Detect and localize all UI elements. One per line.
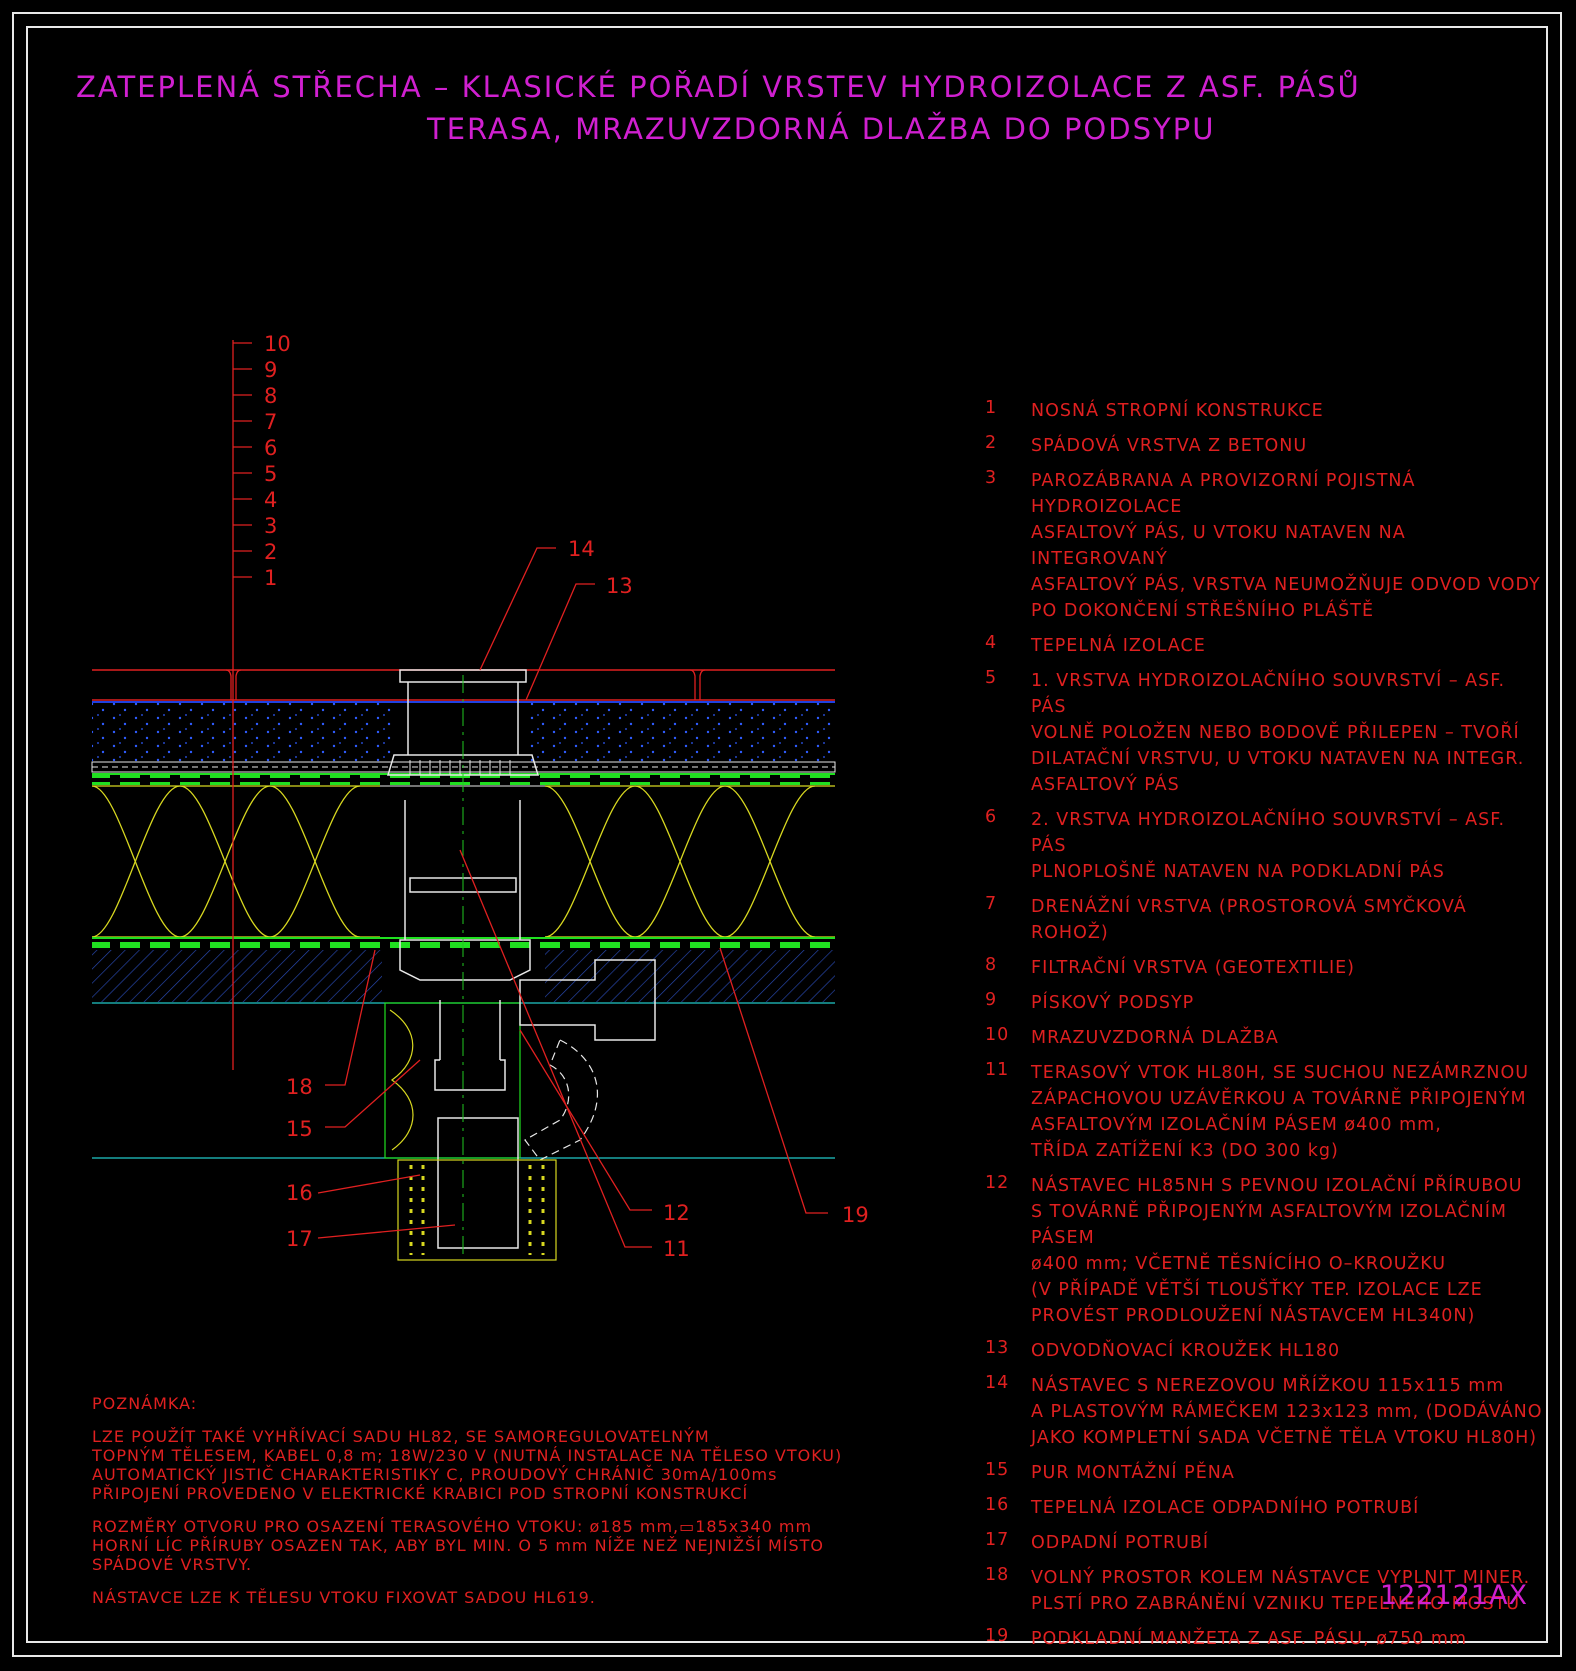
callout-18: 18	[286, 1075, 313, 1099]
legend-text: TEPELNÁ IZOLACE	[1031, 636, 1206, 656]
drawing-code: 122121AX	[1380, 1580, 1529, 1611]
callout-17: 17	[286, 1227, 313, 1251]
legend-item: 19 PODKLADNÍ MANŽETA Z ASF. PÁSU, ø750 mm	[985, 1626, 1545, 1652]
legend-item: 5 1. VRSTVA HYDROIZOLAČNÍHO SOUVRSTVÍ – A…	[985, 668, 1545, 798]
legend-num: 8	[985, 955, 998, 975]
legend-item: 8 FILTRAČNÍ VRSTVA (GEOTEXTILIE)	[985, 955, 1545, 981]
callout-14: 14	[568, 537, 595, 561]
legend-text: ODPADNÍ POTRUBÍ	[1031, 1533, 1210, 1553]
drawing-title-line2: TERASA, MRAZUVZDORNÁ DLAŽBA DO PODSYPU	[427, 112, 1216, 146]
legend-num: 14	[985, 1373, 1010, 1393]
legend-text: 2. VRSTVA HYDROIZOLAČNÍHO SOUVRSTVÍ – AS…	[1031, 810, 1506, 882]
callout-11: 11	[663, 1237, 690, 1261]
legend-item: 9 PÍSKOVÝ PODSYP	[985, 990, 1545, 1016]
drawing-title-line1: ZATEPLENÁ STŘECHA – KLASICKÉ POŘADÍ VRST…	[76, 70, 1361, 104]
legend-num: 11	[985, 1060, 1010, 1080]
legend-item: 14 NÁSTAVEC S NEREZOVOU MŘÍŽKOU 115x115 m…	[985, 1373, 1545, 1451]
legend-item: 2 SPÁDOVÁ VRSTVA Z BETONU	[985, 433, 1545, 459]
legend: 1 NOSNÁ STROPNÍ KONSTRUKCE 2 SPÁDOVÁ VRSTV…	[985, 398, 1545, 1661]
sand-bed-layer	[92, 701, 835, 762]
legend-text: NOSNÁ STROPNÍ KONSTRUKCE	[1031, 401, 1324, 421]
legend-num: 7	[985, 894, 998, 914]
scale-label: 3	[264, 514, 277, 538]
leader-lines	[317, 547, 828, 1248]
legend-text: TERASOVÝ VTOK HL80H, SE SUCHOU NEZÁMRZNO…	[1031, 1063, 1530, 1161]
legend-text: FILTRAČNÍ VRSTVA (GEOTEXTILIE)	[1031, 958, 1356, 978]
note-paragraph: ROZMĚRY OTVORU PRO OSAZENÍ TERASOVÉHO VT…	[92, 1517, 825, 1574]
legend-text: NÁSTAVEC S NEREZOVOU MŘÍŽKOU 115x115 mm …	[1031, 1376, 1543, 1448]
legend-text: NÁSTAVEC HL85NH S PEVNOU IZOLAČNÍ PŘÍRUB…	[1031, 1176, 1523, 1326]
drawing-frame-outer	[12, 12, 1562, 1657]
scale-label: 6	[264, 436, 277, 460]
legend-num: 13	[985, 1338, 1010, 1358]
legend-item: 11 TERASOVÝ VTOK HL80H, SE SUCHOU NEZÁMRZ…	[985, 1060, 1545, 1164]
scale-label: 2	[264, 540, 277, 564]
callout-12: 12	[663, 1201, 690, 1225]
scale-label: 9	[264, 358, 277, 382]
legend-item: 4 TEPELNÁ IZOLACE	[985, 633, 1545, 659]
note-block: POZNÁMKA: LZE POUŽÍT TAKÉ VYHŘÍVACÍ SADU…	[92, 1394, 892, 1621]
note-heading: POZNÁMKA:	[92, 1394, 198, 1413]
legend-num: 1	[985, 398, 998, 418]
structural-slab	[92, 1002, 835, 1159]
scale-label: 4	[264, 488, 277, 512]
legend-num: 12	[985, 1173, 1010, 1193]
legend-item: 16 TEPELNÁ IZOLACE ODPADNÍHO POTRUBÍ	[985, 1495, 1545, 1521]
legend-text: PUR MONTÁŽNÍ PĚNA	[1031, 1463, 1235, 1483]
callout-labels: 14 13 18 15 16 17 12 11 19	[286, 537, 869, 1261]
legend-num: 9	[985, 990, 998, 1010]
scale-label: 10	[264, 332, 291, 356]
legend-item: 10 MRAZUVZDORNÁ DLAŽBA	[985, 1025, 1545, 1051]
scale-label: 1	[264, 566, 277, 590]
legend-num: 2	[985, 433, 998, 453]
scale-label: 8	[264, 384, 277, 408]
legend-num: 6	[985, 807, 998, 827]
callout-15: 15	[286, 1117, 313, 1141]
concrete-layer	[92, 950, 835, 1004]
drawing-frame-inner	[26, 26, 1548, 1643]
legend-item: 1 NOSNÁ STROPNÍ KONSTRUKCE	[985, 398, 1545, 424]
legend-item: 18 VOLNÝ PROSTOR KOLEM NÁSTAVCE VYPLNIT M…	[985, 1565, 1545, 1617]
legend-text: VOLNÝ PROSTOR KOLEM NÁSTAVCE VYPLNIT MIN…	[1031, 1568, 1531, 1614]
legend-text: SPÁDOVÁ VRSTVA Z BETONU	[1031, 436, 1308, 456]
legend-item: 3 PAROZÁBRANA A PROVIZORNÍ POJISTNÁ HYDRO…	[985, 468, 1545, 624]
drain-elbow-dashed	[524, 1039, 598, 1161]
legend-text: TEPELNÁ IZOLACE ODPADNÍHO POTRUBÍ	[1031, 1498, 1420, 1518]
layer-scale-labels: 10 9 8 7 6 5 4 3 2 1	[264, 332, 291, 590]
legend-num: 15	[985, 1460, 1010, 1480]
legend-text: PÍSKOVÝ PODSYP	[1031, 993, 1195, 1013]
legend-num: 5	[985, 668, 998, 688]
note-paragraph: NÁSTAVCE LZE K TĚLESU VTOKU FIXOVAT SADO…	[92, 1588, 596, 1607]
scale-label: 7	[264, 410, 277, 434]
legend-num: 18	[985, 1565, 1010, 1585]
legend-item: 13 ODVODŇOVACÍ KROUŽEK HL180	[985, 1338, 1545, 1364]
waste-pipe	[397, 1159, 557, 1261]
callout-19: 19	[842, 1203, 869, 1227]
legend-num: 4	[985, 633, 998, 653]
callout-16: 16	[286, 1181, 313, 1205]
legend-text: PODKLADNÍ MANŽETA Z ASF. PÁSU, ø750 mm	[1031, 1629, 1467, 1649]
legend-item: 17 ODPADNÍ POTRUBÍ	[985, 1530, 1545, 1556]
legend-num: 10	[985, 1025, 1010, 1045]
legend-num: 16	[985, 1495, 1010, 1515]
legend-item: 6 2. VRSTVA HYDROIZOLAČNÍHO SOUVRSTVÍ – A…	[985, 807, 1545, 885]
drain-assembly	[386, 669, 656, 1260]
legend-text: PAROZÁBRANA A PROVIZORNÍ POJISTNÁ HYDROI…	[1031, 471, 1541, 621]
legend-num: 19	[985, 1626, 1010, 1646]
legend-text: DRENÁŽNÍ VRSTVA (PROSTOROVÁ SMYČKOVÁ ROH…	[1031, 897, 1467, 943]
legend-num: 3	[985, 468, 998, 488]
layer-scale	[232, 340, 252, 1070]
legend-item: 7 DRENÁŽNÍ VRSTVA (PROSTOROVÁ SMYČKOVÁ RO…	[985, 894, 1545, 946]
legend-num: 17	[985, 1530, 1010, 1550]
callout-13: 13	[606, 574, 633, 598]
legend-item: 15 PUR MONTÁŽNÍ PĚNA	[985, 1460, 1545, 1486]
scale-label: 5	[264, 462, 277, 486]
legend-text: ODVODŇOVACÍ KROUŽEK HL180	[1031, 1341, 1341, 1361]
legend-text: MRAZUVZDORNÁ DLAŽBA	[1031, 1028, 1279, 1048]
legend-item: 12 NÁSTAVEC HL85NH S PEVNOU IZOLAČNÍ PŘÍR…	[985, 1173, 1545, 1329]
legend-text: 1. VRSTVA HYDROIZOLAČNÍHO SOUVRSTVÍ – AS…	[1031, 671, 1525, 795]
note-paragraph: LZE POUŽÍT TAKÉ VYHŘÍVACÍ SADU HL82, SE …	[92, 1427, 843, 1503]
